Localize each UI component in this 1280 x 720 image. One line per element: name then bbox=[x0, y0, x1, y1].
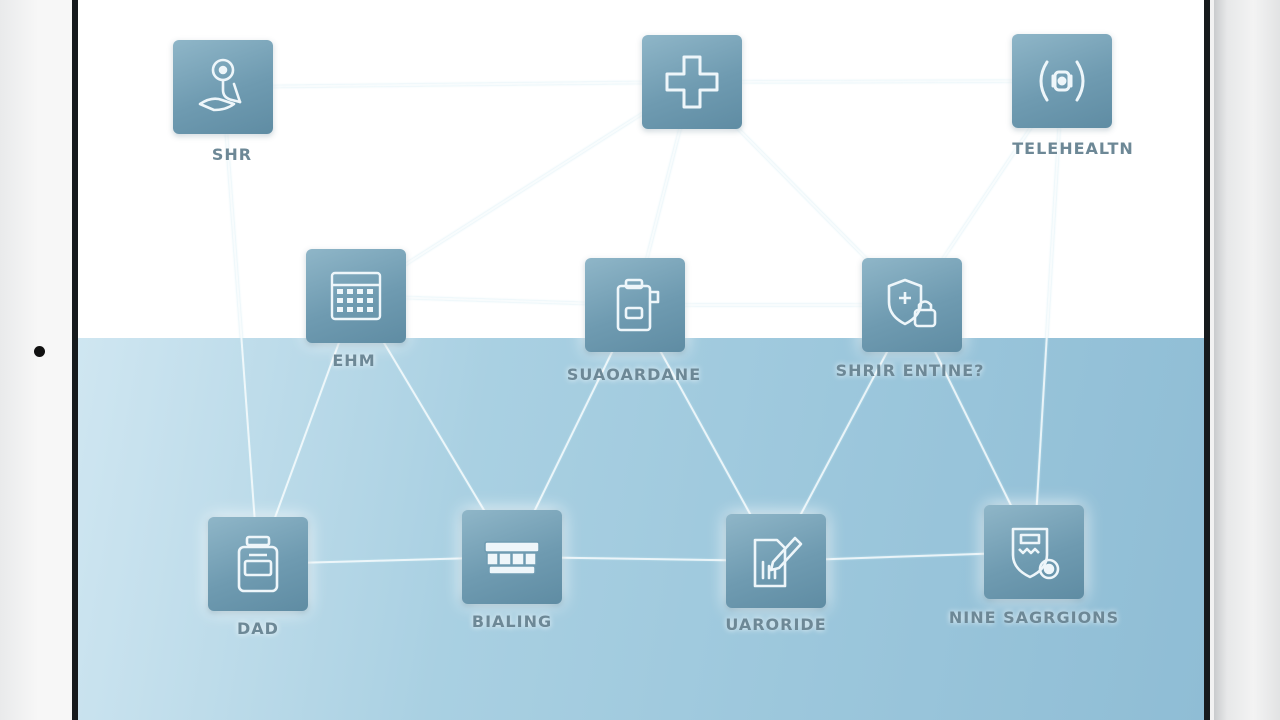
prescription-pen-icon bbox=[753, 536, 803, 588]
edge-shr-dad bbox=[222, 86, 259, 565]
edge-shr-medical bbox=[222, 81, 693, 88]
clipboard-wallet-icon bbox=[616, 278, 660, 332]
edge-telehealth-sagrions bbox=[1033, 80, 1063, 553]
node-label-security: SHRIR ENTINE? bbox=[835, 361, 985, 380]
node-security[interactable] bbox=[862, 258, 962, 352]
shield-badge-icon bbox=[1011, 527, 1060, 580]
node-ehm[interactable] bbox=[306, 249, 406, 343]
node-dad[interactable] bbox=[208, 517, 308, 611]
telehealth-signal-icon bbox=[1039, 60, 1085, 102]
edge-medical-ehm bbox=[355, 81, 693, 297]
camera-dot bbox=[34, 346, 45, 357]
node-guardrail[interactable] bbox=[585, 258, 685, 352]
tablet-bezel-right bbox=[1214, 0, 1280, 720]
node-label-guardrail: SUAOARDANE bbox=[566, 365, 702, 384]
medicine-bottle-icon bbox=[237, 535, 279, 593]
node-label-dad: DAD bbox=[237, 619, 279, 638]
calendar-grid-icon bbox=[330, 271, 382, 321]
node-label-telehealth: TELEHEALTN bbox=[1012, 139, 1134, 158]
node-label-ehm: EHM bbox=[332, 351, 376, 370]
node-sagrions[interactable] bbox=[984, 505, 1084, 599]
node-billing[interactable] bbox=[462, 510, 562, 604]
edge-medical-telehealth bbox=[691, 80, 1063, 83]
node-shr[interactable] bbox=[173, 40, 273, 134]
stethoscope-hand-icon bbox=[198, 58, 242, 112]
medical-cross-icon bbox=[665, 55, 719, 109]
node-label-sagrions: NINE SAGRGIONS bbox=[948, 608, 1120, 627]
shield-lock-icon bbox=[887, 278, 937, 328]
node-label-billing: BIALING bbox=[471, 612, 553, 631]
node-records[interactable] bbox=[726, 514, 826, 608]
node-medical[interactable] bbox=[642, 35, 742, 129]
node-telehealth[interactable] bbox=[1012, 34, 1112, 128]
node-label-records: UARORIDE bbox=[725, 615, 827, 634]
billing-blocks-icon bbox=[484, 541, 540, 575]
node-label-shr: SHR bbox=[211, 145, 253, 164]
